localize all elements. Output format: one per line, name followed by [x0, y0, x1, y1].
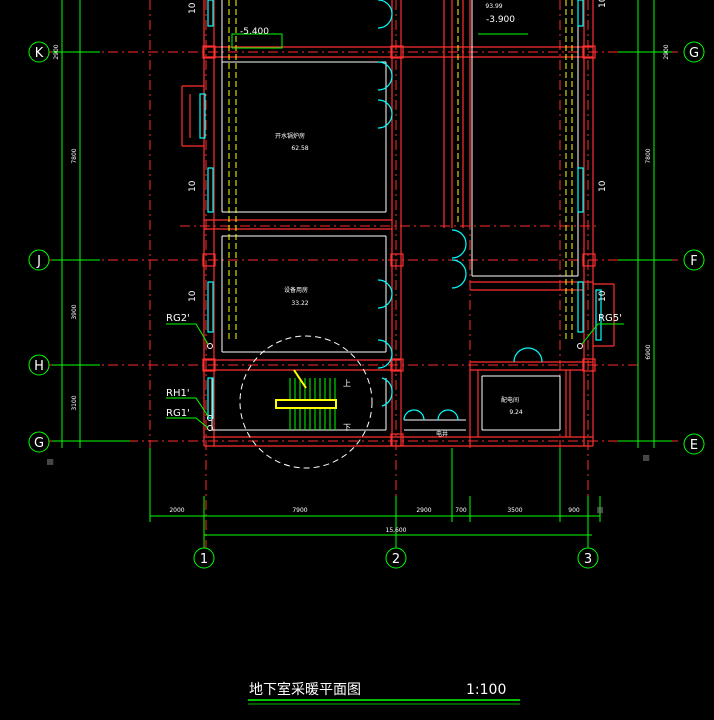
- equipment-room-name: 设备用房: [284, 286, 308, 294]
- dim-bottom-total: 15,600: [386, 527, 407, 534]
- axis-label-k: K: [35, 46, 44, 61]
- riser-tags: RG2' RH1' RG1' RG5': [166, 313, 622, 419]
- small-mark: |||: [597, 507, 603, 514]
- radiator-count: 10: [188, 180, 198, 192]
- doors: [377, 0, 543, 421]
- elevation-right: -3.900: [486, 15, 515, 25]
- radiator-count: 10: [598, 290, 608, 302]
- dim-bottom-6: 900: [568, 507, 580, 514]
- radiator-count: 10: [188, 290, 198, 302]
- equipment-room-area: 33.22: [291, 300, 308, 307]
- radiator-count: 10: [188, 2, 198, 14]
- elevations: -5.400 -3.900: [240, 15, 515, 37]
- dimension-lines: [52, 0, 672, 548]
- dimension-texts-vertical: 2900 7800 3900 3100 2900 7800 6900 ||| |…: [47, 44, 670, 465]
- riser-tag-rh1: RH1': [166, 388, 190, 399]
- dim-bottom-2: 7900: [292, 507, 307, 514]
- dim-bottom-1: 2000: [169, 507, 184, 514]
- radiator-count: 10: [598, 180, 608, 192]
- axis-bubble-labels: K J H G G F E 1 2 3: [34, 46, 699, 567]
- room-labels: 开水锅炉房 62.58 设备用房 33.22 配电间 9.24 电井 93.99: [275, 3, 523, 438]
- dim-bottom-4: 700: [455, 507, 467, 514]
- radiators: [199, 0, 602, 419]
- dim-right-mid: 7800: [645, 148, 652, 163]
- axis-bubble-3: [577, 547, 599, 569]
- dim-left-top: 2900: [53, 44, 60, 59]
- stair-down-label: 下: [343, 423, 351, 432]
- elevation-left: -5.400: [240, 27, 269, 37]
- room-outlines: [211, 0, 579, 431]
- drawing-title: 地下室采暖平面图: [249, 681, 361, 698]
- small-mark: |||: [47, 459, 54, 465]
- electric-well-label: 电井: [436, 430, 448, 438]
- axis-label-g-right: G: [689, 46, 699, 61]
- distribution-room-area: 9.24: [509, 409, 523, 416]
- axis-bubble-k: [28, 41, 50, 63]
- stair: 上 下: [239, 335, 373, 469]
- dim-bottom-3: 2900: [416, 507, 431, 514]
- radiator-counts: 10 10 10 10 10 10: [188, 0, 608, 302]
- radiator-count: 10: [598, 0, 608, 8]
- axis-bubble-f: [683, 249, 705, 271]
- dim-left-bottom: 3100: [71, 395, 78, 410]
- dim-left-mid1: 7800: [71, 148, 78, 163]
- riser-markers: [207, 343, 583, 431]
- riser-tag-rg2: RG2': [166, 313, 190, 324]
- stair-up-label: 上: [343, 379, 351, 388]
- columns: [202, 45, 596, 447]
- axis-label-f: F: [690, 254, 697, 269]
- stair-landing: [275, 399, 337, 409]
- axis-label-2: 2: [392, 552, 400, 567]
- axis-bubble-e: [683, 433, 705, 455]
- axis-bubble-1: [193, 547, 215, 569]
- axis-bubble-j: [28, 249, 50, 271]
- dim-right-bottom: 6900: [645, 344, 652, 359]
- axis-bubble-h: [28, 354, 50, 376]
- axis-label-1: 1: [200, 552, 208, 567]
- axis-label-h: H: [34, 359, 44, 374]
- axis-bubble-g-left: [28, 431, 50, 453]
- axis-bubble-g-right: [683, 41, 705, 63]
- dim-bottom-5: 3500: [507, 507, 522, 514]
- dim-right-top: 2900: [663, 44, 670, 59]
- axis-label-j: J: [36, 254, 41, 269]
- axis-label-3: 3: [584, 552, 592, 567]
- heating-pipes: [228, 0, 573, 340]
- distribution-room-name: 配电间: [501, 396, 519, 404]
- drawing-scale: 1:100: [466, 682, 506, 698]
- top-right-area: 93.99: [485, 3, 502, 10]
- dimension-texts: 2000 7900 2900 700 3500 900 15,600 |||: [169, 507, 603, 534]
- boiler-room-name: 开水锅炉房: [275, 132, 305, 140]
- axis-bubble-2: [385, 547, 407, 569]
- small-mark: |||: [643, 455, 650, 461]
- riser-leaders: [166, 33, 624, 429]
- axis-label-e: E: [690, 438, 698, 453]
- riser-tag-rg1: RG1': [166, 408, 190, 419]
- riser-tag-rg5: RG5': [598, 313, 622, 324]
- boiler-room-area: 62.58: [291, 145, 308, 152]
- title-block: 地下室采暖平面图 1:100: [248, 681, 520, 705]
- axis-label-g-left: G: [34, 436, 44, 451]
- dim-left-mid2: 3900: [71, 304, 78, 319]
- axis-bubbles: [28, 41, 705, 569]
